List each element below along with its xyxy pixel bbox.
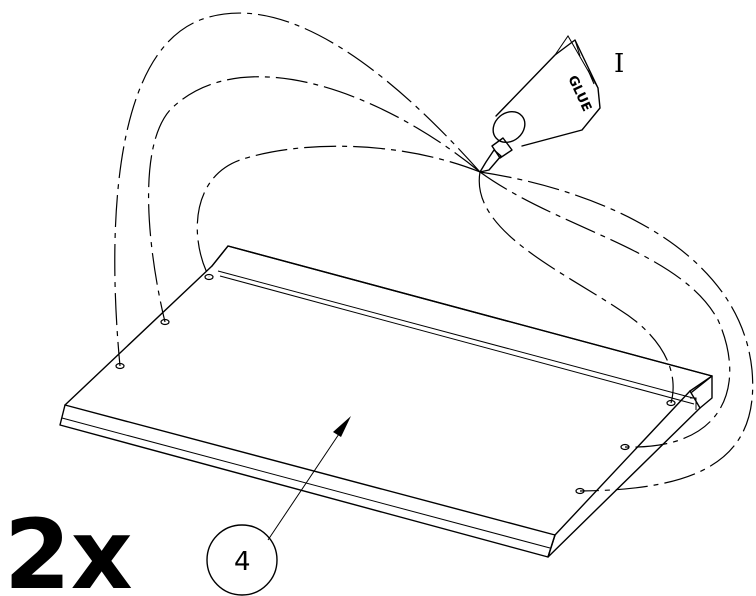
panel-right-edge: [547, 407, 701, 558]
flow-line-hole-6: [479, 171, 754, 492]
quantity-label: 2x: [4, 499, 133, 596]
panel-part: [59, 245, 713, 558]
callout-leader-line: [267, 424, 346, 541]
glue-flow-lines: [114, 12, 754, 492]
flow-line-hole-5: [479, 171, 731, 448]
hole-group: [115, 273, 676, 495]
tube-cap: [492, 110, 526, 144]
callout-circle: [206, 524, 278, 596]
flow-line-hole-2: [147, 76, 481, 323]
flow-line-hole-3: [114, 12, 481, 367]
flow-line-hole-4: [478, 171, 674, 404]
callout-arrow-head: [333, 416, 351, 437]
tube-label: GLUE: [564, 73, 594, 114]
flow-line-hole-1: [196, 145, 481, 278]
part-callout: 4: [206, 416, 351, 596]
tube-crimp-2: [574, 39, 595, 85]
tube-neck: [491, 137, 513, 159]
panel-back-lip: [211, 245, 713, 393]
panel-right-end: [689, 375, 713, 409]
tool-label: I: [614, 49, 624, 79]
panel-lip-groove-2: [219, 275, 695, 405]
panel-right-slot: [690, 397, 697, 410]
panel-lip-groove: [217, 270, 694, 399]
glue-tube-icon: GLUE: [479, 35, 601, 173]
callout-number: 4: [234, 547, 251, 577]
tube-nozzle: [479, 149, 502, 173]
